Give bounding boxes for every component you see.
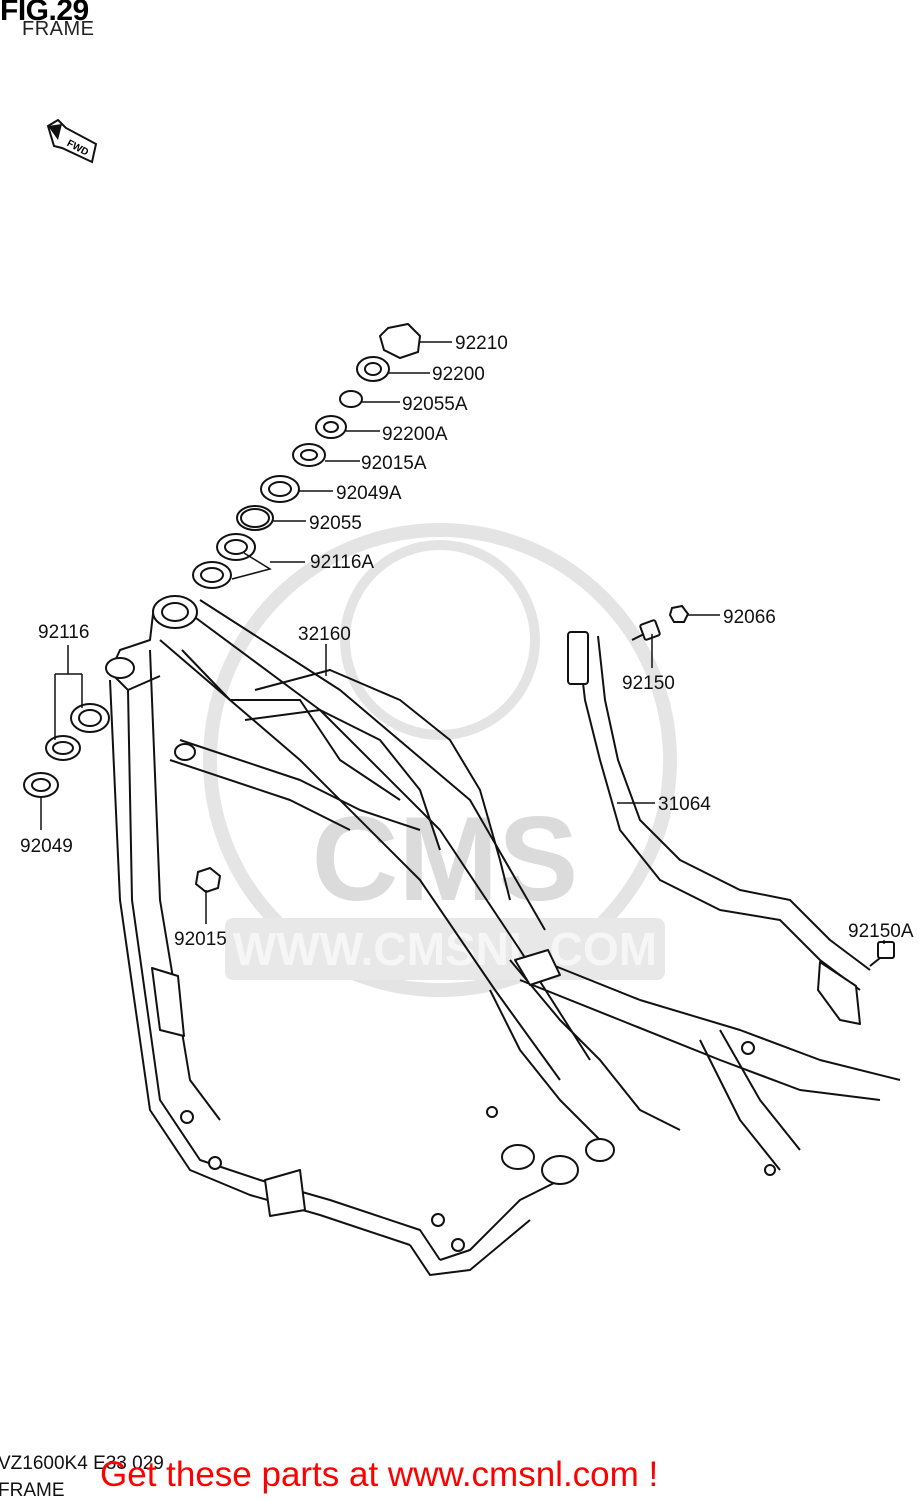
leader-lines [40, 341, 885, 944]
label-92049: 92049 [20, 836, 73, 857]
fasteners [194, 604, 895, 967]
diagram-footer-label: FRAME [0, 1480, 65, 1501]
label-92055A: 92055A [402, 394, 468, 415]
part-labels: 92210 92200 92055A 92200A 92015A 92049A … [20, 333, 914, 950]
steering-parts-stack [192, 322, 422, 589]
oring-92055A [339, 390, 363, 408]
figure-subtitle: FRAME [22, 18, 95, 40]
lower-steering-parts [23, 703, 110, 798]
label-92049A: 92049A [336, 483, 402, 504]
diagram-code: VZ1600K4 E33 029 [0, 1453, 164, 1474]
label-92015A: 92015A [361, 453, 427, 474]
label-92116A: 92116A [310, 552, 374, 573]
fwd-arrow-icon: FWD [46, 118, 98, 164]
figure-title: FIG.29 [0, 0, 89, 27]
label-92200A: 92200A [382, 424, 448, 445]
nut-92015 [194, 866, 222, 894]
label-92150A: 92150A [848, 921, 914, 942]
promo-link[interactable]: Get these parts at www.cmsnl.com ! [100, 1455, 659, 1494]
watermark-url: WWW.CMSNL.COM [233, 923, 657, 975]
cms-watermark: CMS WWW.CMSNL.COM [203, 523, 677, 997]
label-92055: 92055 [309, 513, 362, 534]
watermark-logo: CMS [312, 792, 579, 926]
label-92210: 92210 [455, 333, 508, 354]
label-92200: 92200 [432, 364, 485, 385]
label-92150: 92150 [622, 673, 675, 694]
label-92116: 92116 [38, 622, 89, 643]
nut-92066 [668, 604, 690, 623]
label-92066: 92066 [723, 607, 776, 628]
main-frame [105, 595, 901, 1276]
bolt-92150A [877, 941, 895, 959]
nut-92210 [378, 322, 422, 360]
label-92015: 92015 [174, 929, 227, 950]
bolt-92150 [639, 619, 661, 641]
label-32160: 32160 [298, 624, 351, 645]
label-31064: 31064 [658, 794, 711, 815]
